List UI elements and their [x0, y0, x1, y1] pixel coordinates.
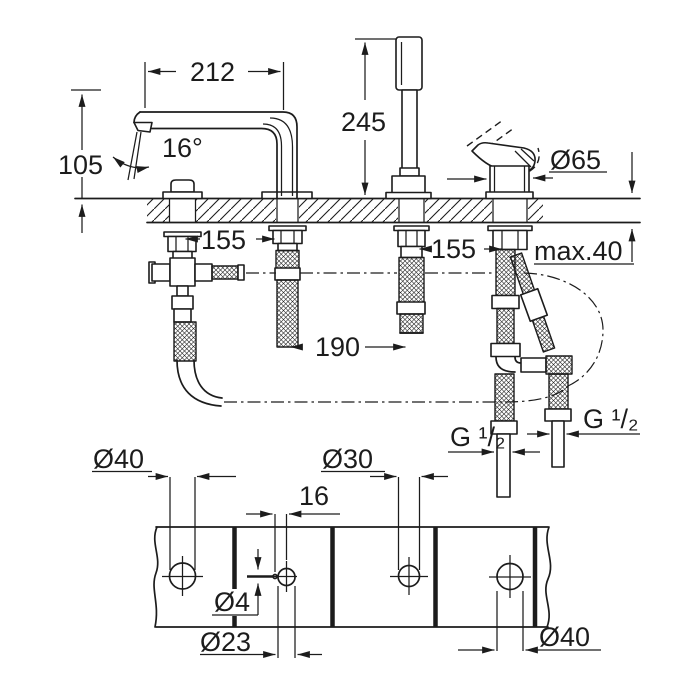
below-deck-hole3: [393, 225, 430, 334]
break-line-left: [153, 526, 159, 628]
dim-spacing-right: 155: [431, 234, 476, 264]
hole1-plan: [162, 477, 203, 596]
hole3-plan: [390, 477, 428, 595]
dim-hole1-diameter: Ø40: [93, 444, 144, 474]
dim-hole4-diameter: Ø40: [539, 622, 590, 652]
manifold: [545, 355, 573, 375]
valve-cap-hole1: [162, 179, 203, 200]
below-deck-valve-hole1: [148, 231, 245, 407]
mounting-strip: [153, 526, 552, 628]
braided-hose: [398, 256, 425, 304]
dim-spacing-left: 155: [201, 225, 246, 255]
dim-spout-angle: 16°: [162, 133, 203, 163]
dim-max-deck-thickness: max.40: [534, 236, 623, 266]
hand-shower-holder: [391, 175, 426, 195]
dim-hand-shower-height: 245: [341, 107, 386, 137]
plan-view: Ø40 Ø30 16 Ø4 Ø23 Ø40: [92, 444, 601, 658]
braided-hose: [276, 279, 299, 348]
braided-hose: [173, 321, 197, 362]
supply-pipe-right: [551, 420, 565, 468]
supply-pipe-left: [496, 433, 511, 498]
vertical-hose: [495, 248, 516, 297]
dim-escutcheon-diameter: Ø65: [550, 145, 601, 175]
hose-routing-centerlines: [224, 272, 604, 403]
dim-spout-height: 105: [58, 150, 103, 180]
tub-spout: [127, 111, 313, 200]
hose-stub: [211, 265, 239, 280]
hand-shower-grip: [395, 36, 423, 91]
hand-shower: [385, 36, 432, 200]
dim-spacing-middle: 190: [315, 332, 360, 362]
aerator: [133, 121, 153, 133]
spout-hole-plan: [247, 514, 297, 658]
mixer-lever: [466, 119, 540, 200]
dim-pin-diameter: Ø4: [214, 587, 250, 617]
water-stream-lines: [127, 131, 142, 181]
spout-flange: [261, 191, 313, 200]
deck-hatching: [147, 199, 543, 223]
lever-raised-position: [466, 119, 515, 155]
elbow: [495, 356, 522, 373]
dim-pin-offset: 16: [299, 481, 329, 511]
dimensions-plan: Ø40 Ø30 16 Ø4 Ø23 Ø40: [92, 444, 601, 658]
mixer-escutcheon: [489, 165, 530, 197]
hole4-plan: [489, 555, 531, 651]
dim-hole3-diameter: Ø30: [322, 444, 373, 474]
side-elevation-view: 212 105 16° 245 Ø65 155 155: [58, 36, 641, 498]
deck-section: [74, 197, 641, 224]
below-deck-hole4: [487, 225, 573, 498]
break-line-right: [545, 526, 552, 628]
hand-shower-wand: [401, 89, 418, 171]
dimensions-elevation: 212 105 16° 245 Ø65 155 155: [58, 38, 640, 456]
dim-thread-right: G ¹/₂: [583, 404, 638, 434]
dim-thread-left: G ¹/₂: [450, 422, 505, 452]
below-deck-hole2: [268, 225, 307, 348]
dim-spout-hole-diameter: Ø23: [200, 627, 251, 657]
dim-spout-projection: 212: [190, 57, 235, 87]
